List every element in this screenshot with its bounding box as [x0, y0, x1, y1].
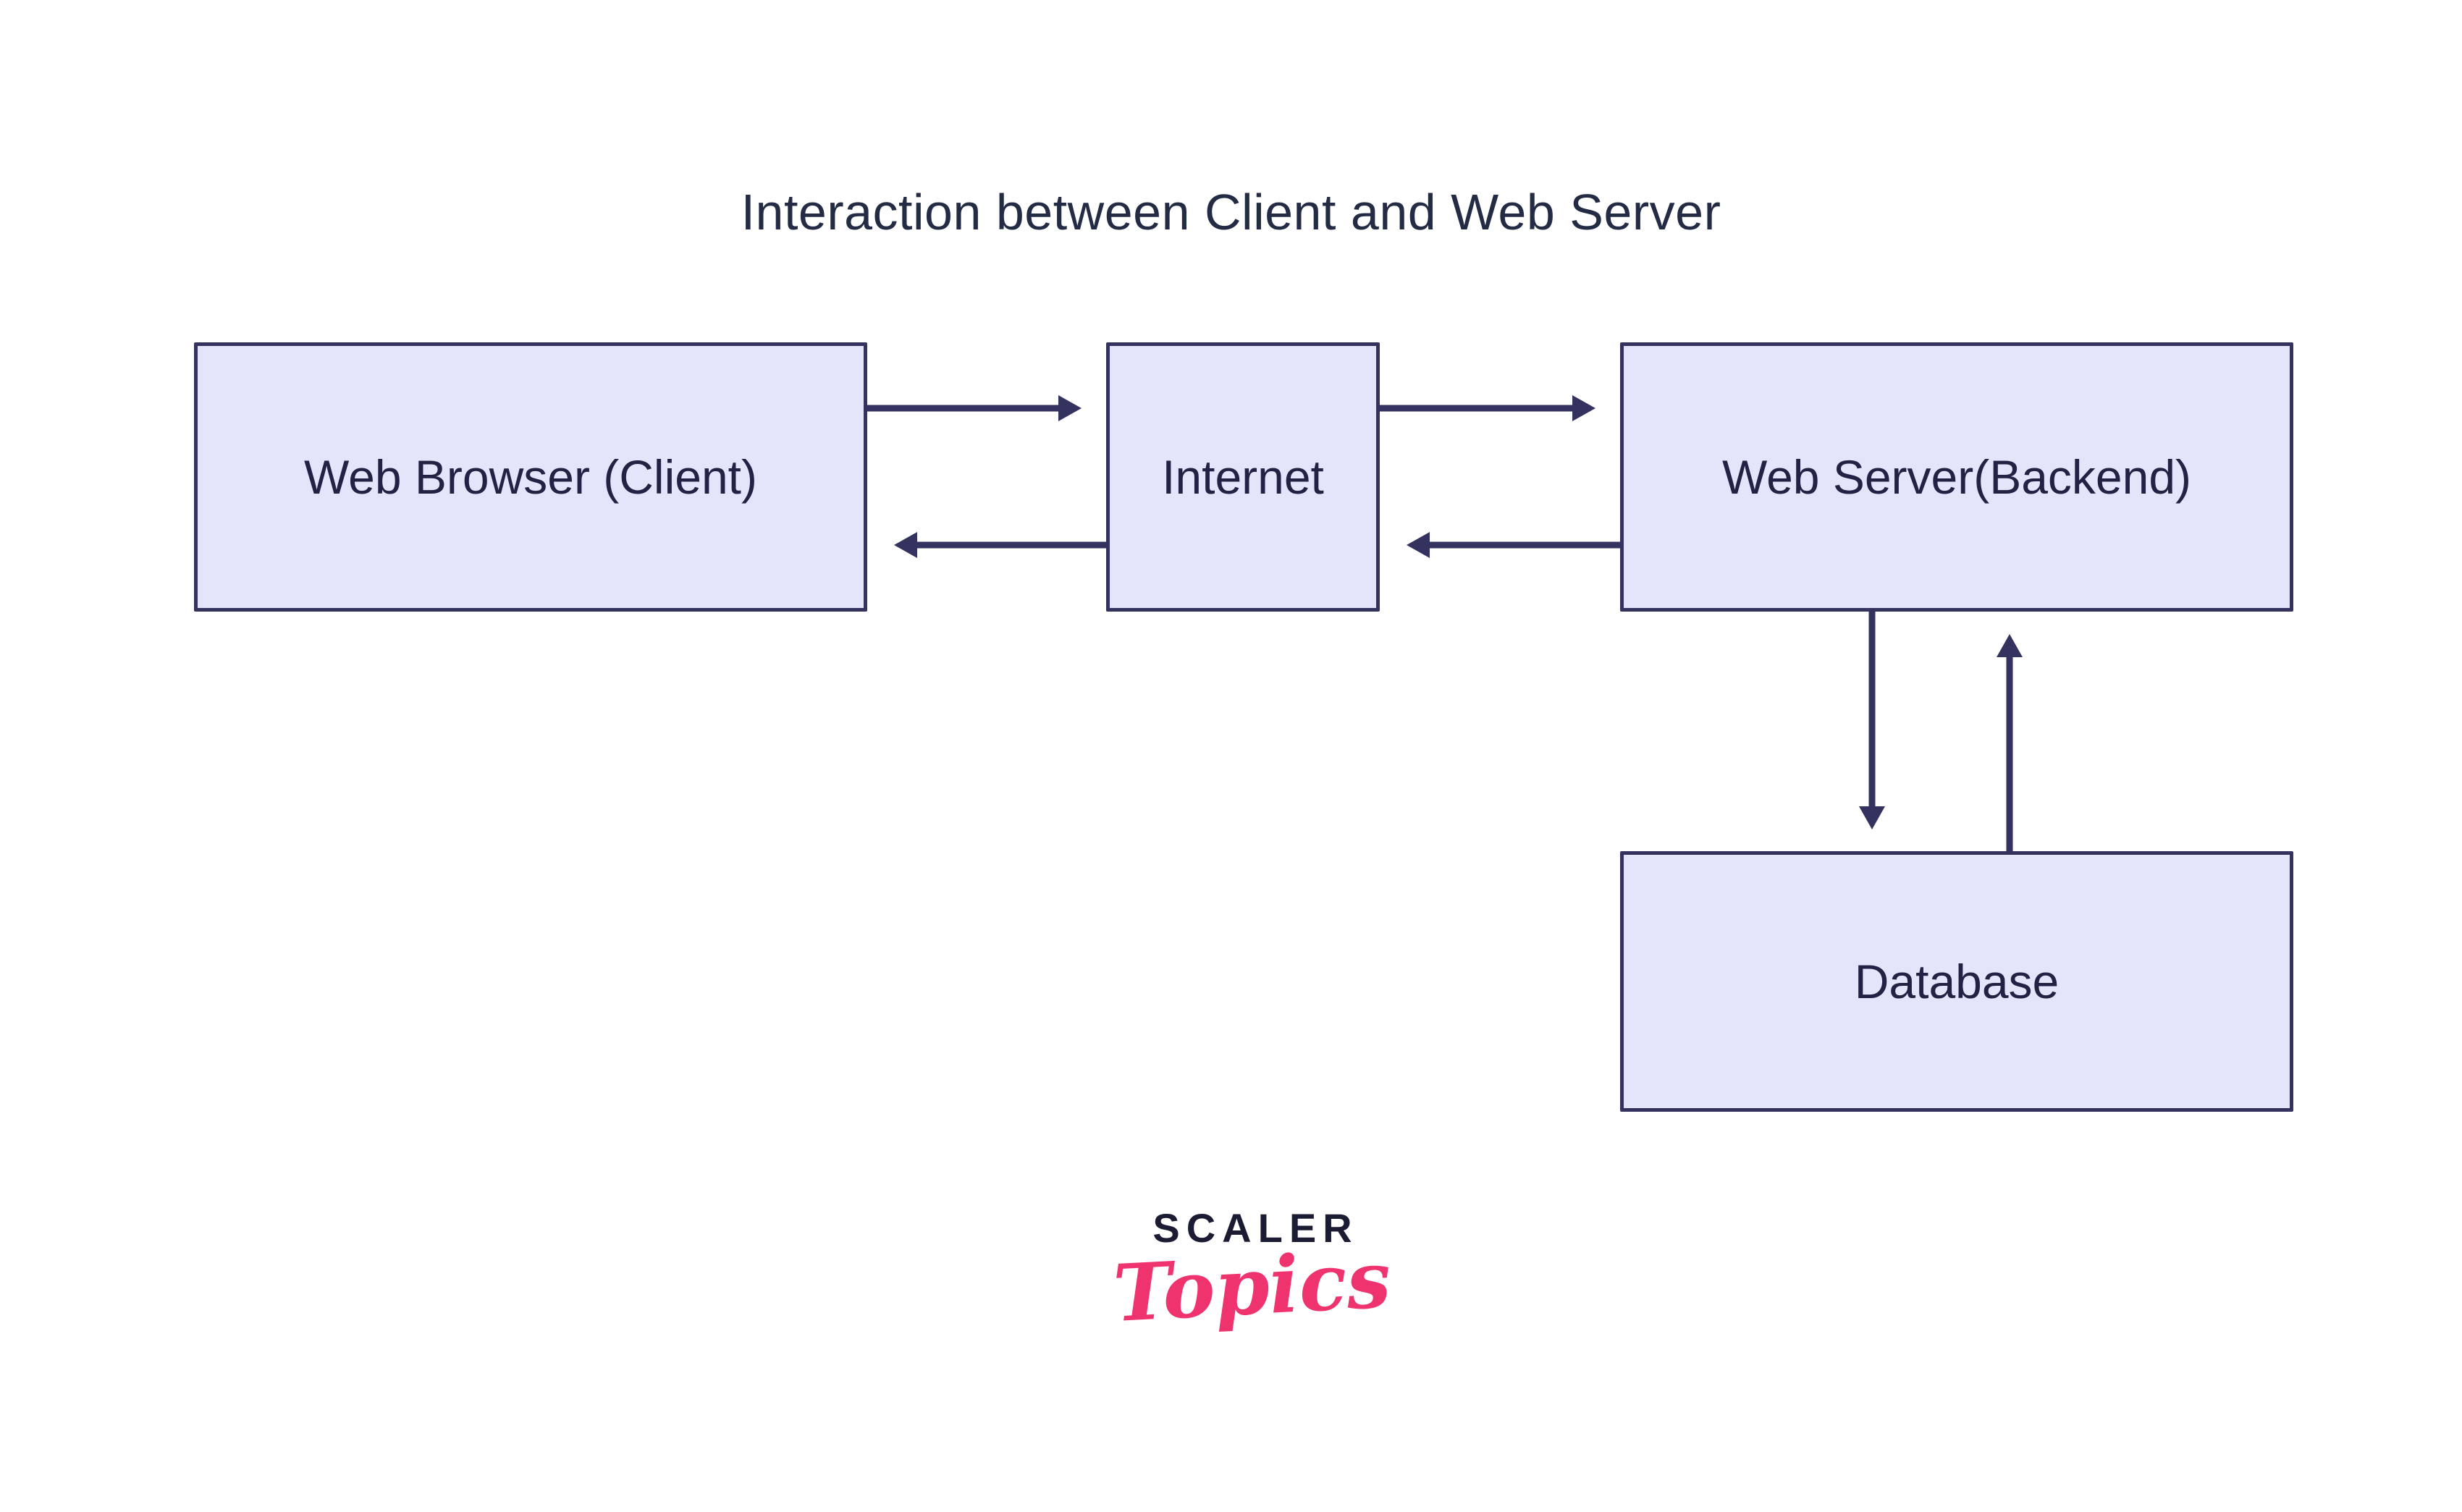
arrow-database-to-server: [1997, 634, 2023, 851]
node-web-browser: Web Browser (Client): [194, 342, 867, 612]
arrow-head-left-icon: [1407, 532, 1430, 558]
node-database: Database: [1620, 851, 2293, 1112]
logo-topics-text: Topics: [1111, 1234, 1394, 1340]
arrow-server-to-database: [1859, 612, 1885, 829]
node-web-server: Web Server(Backend): [1620, 342, 2293, 612]
arrow-internet-to-server: [1380, 395, 1595, 421]
arrow-head-up-icon: [1997, 634, 2023, 657]
node-web-server-label: Web Server(Backend): [1721, 450, 2192, 504]
arrow-internet-to-browser: [894, 532, 1106, 558]
node-internet-label: Internet: [1162, 450, 1324, 504]
logo-scaler-text: SCALER: [1152, 1205, 1359, 1251]
arrow-server-to-internet: [1407, 532, 1620, 558]
arrow-head-down-icon: [1859, 806, 1885, 829]
arrow-head-right-icon: [1572, 395, 1595, 421]
scaler-topics-logo: SCALER Topics: [1035, 1204, 1470, 1340]
node-web-browser-label: Web Browser (Client): [304, 450, 757, 504]
diagram-title: Interaction between Client and Web Serve…: [741, 184, 1721, 240]
node-database-label: Database: [1854, 955, 2060, 1008]
arrow-browser-to-internet: [867, 395, 1082, 421]
arrow-head-right-icon: [1058, 395, 1082, 421]
node-internet: Internet: [1106, 342, 1380, 612]
arrow-head-left-icon: [894, 532, 917, 558]
